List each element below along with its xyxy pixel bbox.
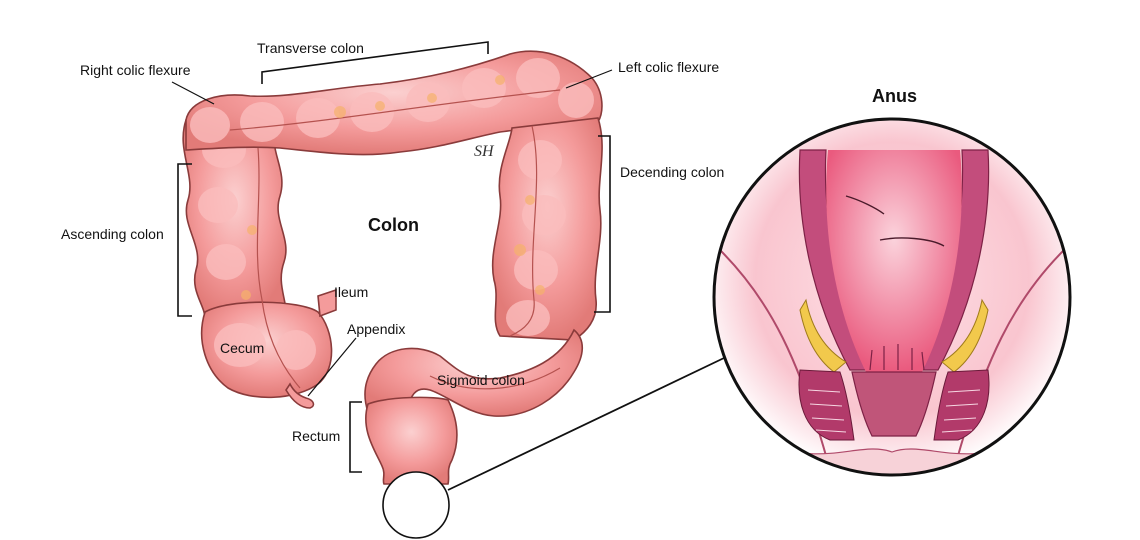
leader-left-colic xyxy=(565,69,613,89)
artist-signature: SH xyxy=(474,143,495,160)
bracket-transverse xyxy=(261,41,489,84)
appendix xyxy=(285,382,315,409)
label-left-colic-flexure: Left colic flexure xyxy=(618,59,720,75)
label-right-colic-flexure: Right colic flexure xyxy=(80,62,191,78)
bracket-decending xyxy=(594,135,611,313)
label-ileum: Ileum xyxy=(334,284,369,300)
bracket-rectum xyxy=(349,401,362,473)
rectum xyxy=(365,396,458,485)
anus-marker xyxy=(382,471,450,539)
bracket-ascending xyxy=(177,163,192,317)
label-anus-title: Anus xyxy=(872,86,917,106)
leader-right-colic xyxy=(171,81,215,105)
label-cecum: Cecum xyxy=(220,340,265,356)
ileum xyxy=(317,288,337,318)
label-colon-title: Colon xyxy=(368,215,419,235)
label-appendix: Appendix xyxy=(347,321,406,337)
label-decending-colon: Decending colon xyxy=(620,164,725,180)
label-ascending-colon: Ascending colon xyxy=(61,226,164,242)
anus-inset xyxy=(712,117,1072,477)
colon xyxy=(182,50,603,485)
label-transverse-colon: Transverse colon xyxy=(257,40,364,56)
leader-appendix xyxy=(307,337,357,397)
label-rectum: Rectum xyxy=(292,428,341,444)
label-sigmoid-colon: Sigmoid colon xyxy=(437,372,525,388)
connector-line xyxy=(447,357,725,491)
